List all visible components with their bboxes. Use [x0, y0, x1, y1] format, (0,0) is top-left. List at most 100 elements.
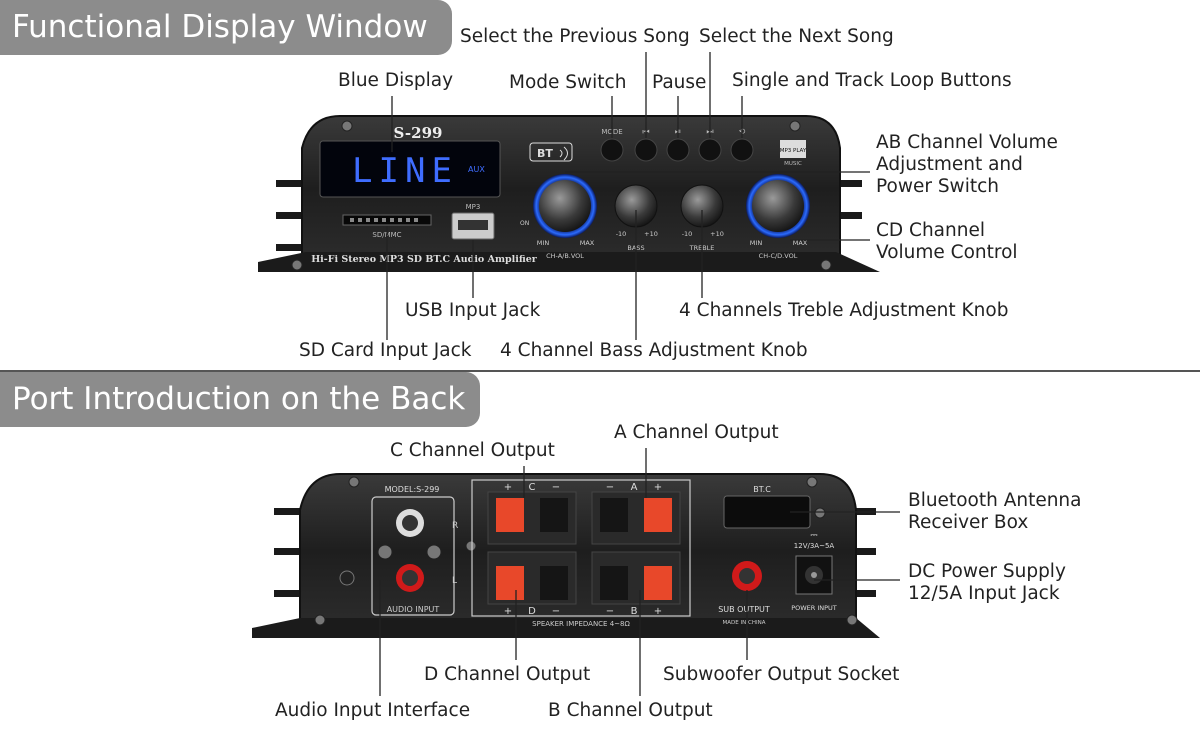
display-text: LINE: [352, 151, 458, 191]
label-d-channel-output: D Channel Output: [424, 664, 591, 685]
knob-bass-min: -10: [616, 230, 627, 238]
front-leader-lines: [386, 52, 870, 340]
rca-right-jack[interactable]: [396, 509, 424, 537]
display-aux: AUX: [468, 165, 485, 174]
prev-button[interactable]: [634, 138, 658, 162]
knob-ab-volume[interactable]: MIN MAX CH-A/B.VOL: [533, 174, 597, 260]
back-section-title-text: Port Introduction on the Back: [12, 381, 466, 417]
knob-cd-volume[interactable]: MIN MAX CH-C/D.VOL: [746, 174, 810, 260]
screw: [820, 259, 832, 271]
b-letter: B: [631, 606, 638, 617]
back-leader-lines: [379, 448, 900, 696]
screw: [291, 259, 303, 271]
label-a-channel-output: A Channel Output: [614, 422, 779, 443]
label-audio-input-interface: Audio Input Interface: [275, 700, 471, 721]
subwoofer-output-jack[interactable]: [732, 561, 762, 591]
audio-input-label: AUDIO INPUT: [387, 605, 440, 614]
dc-power-jack[interactable]: [795, 555, 833, 595]
front-base: [258, 252, 880, 272]
music-label: MUSIC: [784, 161, 802, 167]
next-button[interactable]: [698, 138, 722, 162]
b-plus: +: [654, 606, 662, 617]
dc-polarity-icon: ⎓: [810, 531, 817, 541]
loop-button[interactable]: [730, 138, 754, 162]
sd-card-slot[interactable]: [342, 214, 432, 226]
screw: [426, 544, 442, 560]
terminal-d[interactable]: [487, 551, 577, 605]
knob-cd-min: MIN: [750, 239, 763, 247]
front-model: S-299: [394, 124, 443, 142]
back-section-title: Port Introduction on the Back: [0, 372, 480, 427]
screw: [846, 614, 858, 626]
on-label: ON: [520, 220, 529, 227]
front-amplifier: S-299 LINE AUX BT MODE ⏮ ⏯ ⏭ ⟲ MP3 PLAY …: [258, 115, 880, 272]
knob-ab-label: CH-A/B.VOL: [546, 252, 584, 260]
ground-post: [339, 570, 355, 586]
dc-rating: 12V/3A~5A: [794, 542, 835, 550]
screw: [789, 120, 801, 132]
c-minus: −: [552, 482, 560, 493]
bt-badge-text: BT: [537, 147, 553, 160]
wifi-icon: [559, 146, 568, 161]
label-ab-volume: AB Channel Volume Adjustment and Power S…: [876, 132, 1058, 197]
sub-output-label: SUB OUTPUT: [718, 605, 770, 614]
screw: [814, 507, 826, 519]
label-previous-song: Select the Previous Song: [460, 26, 690, 47]
screw: [314, 614, 326, 626]
c-letter: C: [529, 482, 536, 493]
made-in-label: MADE IN CHINA: [723, 620, 766, 626]
screw: [377, 544, 393, 560]
knob-ab-min: MIN: [537, 239, 550, 247]
label-sd-card-jack: SD Card Input Jack: [299, 340, 472, 361]
l-label: L: [452, 576, 457, 586]
label-dc-power: DC Power Supply 12/5A Input Jack: [908, 561, 1066, 604]
power-input-label: POWER INPUT: [791, 604, 837, 612]
a-letter: A: [631, 482, 638, 493]
bt-badge: [529, 142, 573, 162]
back-model: MODEL:S-299: [385, 485, 440, 494]
terminal-b[interactable]: [591, 551, 681, 605]
b-minus: −: [606, 606, 614, 617]
speaker-terminal-frame: [471, 479, 691, 617]
mp3-badge: [780, 140, 806, 158]
mp3-badge-text: MP3 PLAY: [780, 148, 807, 154]
label-loop-buttons: Single and Track Loop Buttons: [732, 70, 1012, 91]
label-treble-knob: 4 Channels Treble Adjustment Knob: [679, 300, 1009, 321]
product-line: Hi-Fi Stereo MP3 SD BT.C Audio Amplifier: [311, 254, 538, 265]
label-c-channel-output: C Channel Output: [390, 440, 555, 461]
section-divider: [0, 370, 1200, 372]
blue-display: [319, 140, 501, 198]
knob-treble-max: +10: [710, 230, 724, 238]
d-letter: D: [528, 606, 536, 617]
screw: [348, 476, 360, 488]
label-next-song: Select the Next Song: [699, 26, 894, 47]
label-mode-switch: Mode Switch: [509, 72, 627, 93]
a-minus: −: [606, 482, 614, 493]
label-blue-display: Blue Display: [338, 70, 454, 91]
label-b-channel-output: B Channel Output: [548, 700, 713, 721]
knob-cd-max: MAX: [793, 239, 808, 247]
screw: [806, 476, 818, 488]
impedance-label: SPEAKER IMPEDANCE 4~8Ω: [532, 620, 630, 628]
screw: [465, 540, 477, 552]
knob-bass-max: +10: [644, 230, 658, 238]
c-plus: +: [504, 482, 512, 493]
mode-button[interactable]: [600, 138, 624, 162]
label-bluetooth-antenna: Bluetooth Antenna Receiver Box: [908, 490, 1082, 533]
knob-cd-label: CH-C/D.VOL: [759, 252, 798, 260]
rca-left-jack[interactable]: [396, 564, 424, 592]
knob-ab-max: MAX: [580, 239, 595, 247]
label-cd-volume: CD Channel Volume Control: [876, 220, 1018, 263]
r-label: R: [452, 521, 458, 531]
terminal-c[interactable]: [487, 491, 577, 545]
back-panel: [299, 473, 857, 629]
d-minus: −: [552, 606, 560, 617]
front-section-title-text: Functional Display Window: [12, 9, 428, 45]
label-usb-jack: USB Input Jack: [405, 300, 541, 321]
audio-input-frame: [371, 496, 455, 616]
a-plus: +: [654, 482, 662, 493]
pause-button[interactable]: [666, 138, 690, 162]
terminal-a[interactable]: [591, 491, 681, 545]
label-pause: Pause: [652, 72, 707, 93]
